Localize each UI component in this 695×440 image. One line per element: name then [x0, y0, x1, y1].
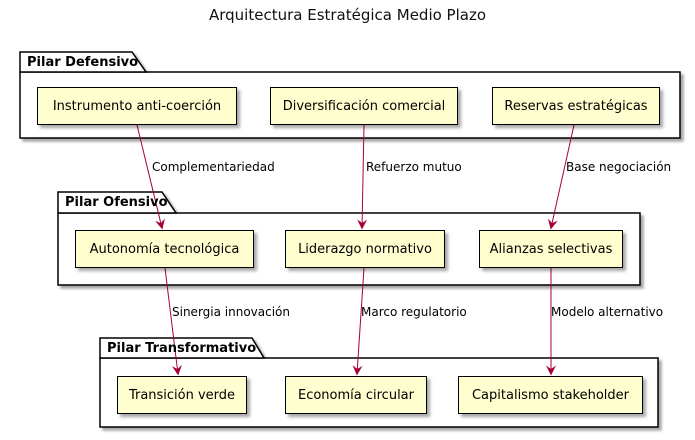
- edge-label-base-negociacion: Base negociación: [566, 160, 672, 174]
- node-alianzas-selectivas: Alianzas selectivas: [479, 230, 623, 268]
- package-tab-pilar-defensivo: Pilar Defensivo: [27, 55, 139, 70]
- node-economia-circular: Economía circular: [285, 376, 427, 414]
- edge-arrow-sinergia-innovacion: [164, 267, 182, 376]
- node-instrumento-anti-coercion: Instrumento anti-coerción: [37, 87, 237, 125]
- edge-arrow-base-negociacion: [547, 124, 575, 230]
- node-diversificacion-comercial: Diversificación comercial: [270, 87, 458, 125]
- edge-arrow-marco-regulatorio: [352, 267, 365, 376]
- package-tab-pilar-transformativo: Pilar Transformativo: [107, 341, 257, 356]
- edge-label-modelo-alternativo: Modelo alternativo: [551, 305, 664, 319]
- node-liderazgo-normativo: Liderazgo normativo: [285, 230, 445, 268]
- node-transicion-verde: Transición verde: [117, 376, 247, 414]
- edge-label-marco-regulatorio: Marco regulatorio: [361, 305, 467, 319]
- node-autonomia-tecnologica: Autonomía tecnológica: [75, 230, 254, 268]
- node-capitalismo-stakeholder: Capitalismo stakeholder: [458, 376, 643, 414]
- edge-arrow-refuerzo-mutuo: [357, 124, 368, 230]
- edge-label-complementariedad: Complementariedad: [152, 160, 275, 174]
- edge-label-refuerzo-mutuo: Refuerzo mutuo: [366, 160, 462, 174]
- diagram-title: Arquitectura Estratégica Medio Plazo: [208, 6, 487, 24]
- node-reservas-estrategicas: Reservas estratégicas: [492, 87, 660, 125]
- edge-label-sinergia-innovacion: Sinergia innovación: [172, 305, 291, 319]
- package-tab-pilar-ofensivo: Pilar Ofensivo: [65, 195, 168, 210]
- edge-arrow-complementariedad: [136, 124, 165, 230]
